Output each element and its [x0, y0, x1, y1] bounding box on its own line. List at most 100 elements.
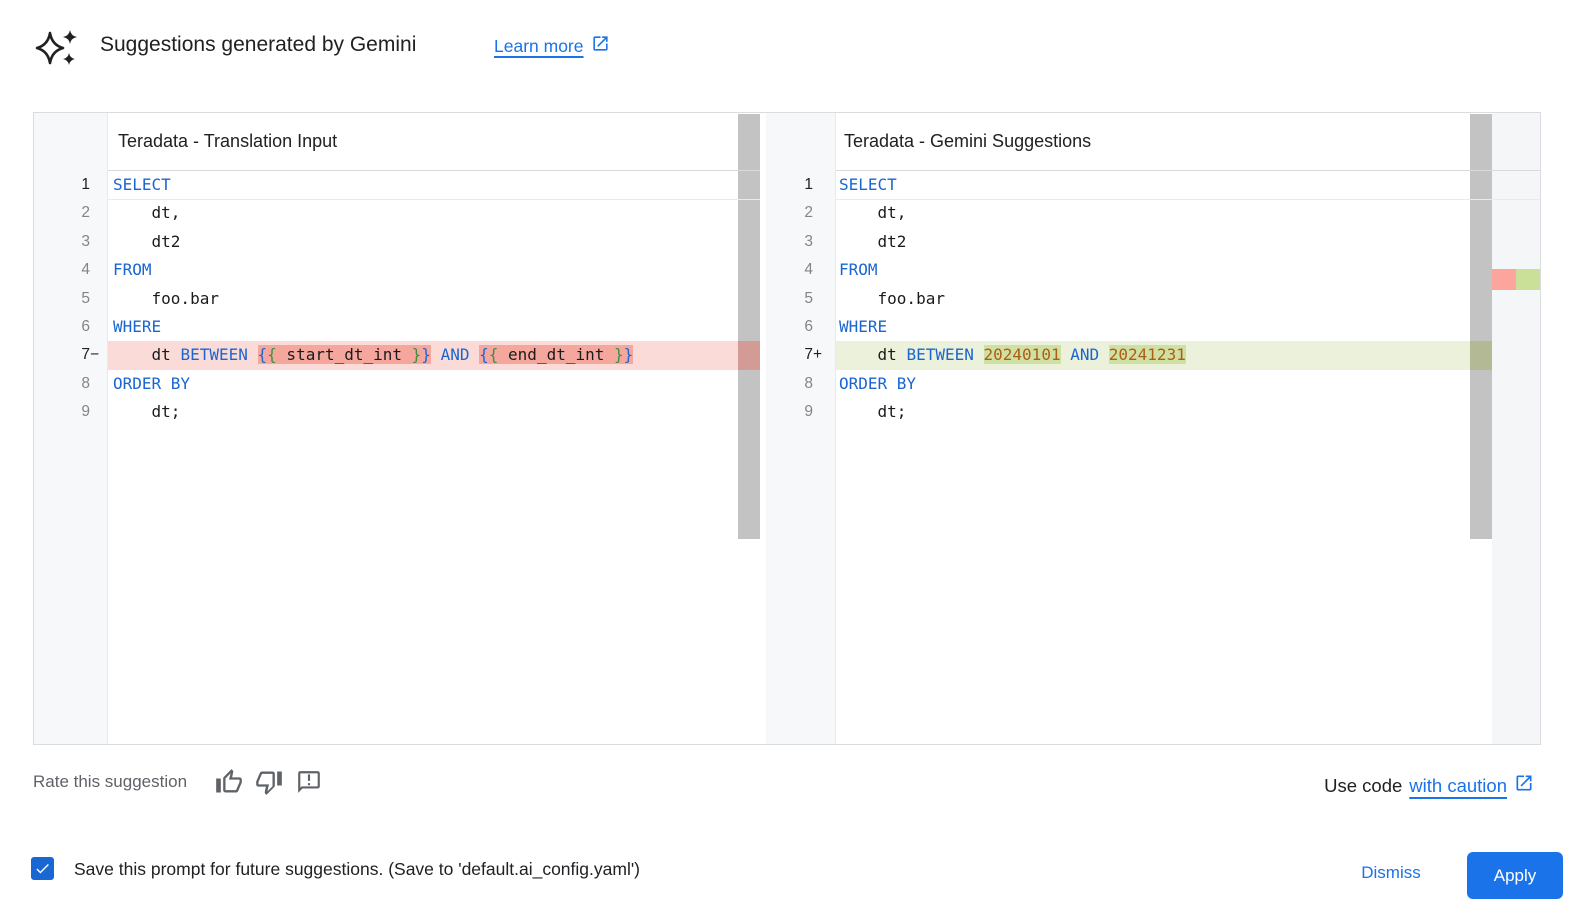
with-caution-label: with caution	[1409, 774, 1507, 796]
diff-word-removed: {	[257, 345, 268, 365]
code-line: foo.bar	[108, 285, 760, 313]
apply-button[interactable]: Apply	[1467, 852, 1563, 899]
line-number-gutter: 1 2 3 4 5 6 7− 8 9	[34, 113, 108, 744]
code-token	[431, 345, 441, 364]
code-token: dt,	[839, 203, 907, 223]
line-numbers: 1 2 3 4 5 6 7− 8 9	[34, 171, 107, 427]
code-token: dt2	[113, 231, 181, 251]
code-token: foo.bar	[113, 288, 219, 308]
checkmark-icon	[34, 860, 51, 877]
diff-word-removed: {	[488, 345, 499, 365]
code-token: dt;	[113, 402, 181, 422]
code-token: dt;	[839, 402, 907, 422]
line-number: 8	[804, 374, 813, 392]
diff-word-removed: {	[479, 345, 489, 365]
diff-word-removed: }	[623, 345, 634, 365]
code-token: dt2	[839, 231, 907, 251]
code-line: dt,	[108, 199, 760, 227]
header-divider	[836, 170, 1540, 171]
dismiss-button[interactable]: Dismiss	[1346, 857, 1436, 889]
save-prompt-label[interactable]: Save this prompt for future suggestions.…	[74, 859, 640, 879]
code-token: AND	[440, 345, 470, 365]
code-token: FROM	[839, 260, 878, 280]
line-number: 3	[81, 232, 90, 250]
overview-ruler[interactable]	[1492, 113, 1540, 744]
thumb-down-icon	[255, 768, 283, 796]
ruler-added-mark	[1516, 269, 1540, 290]
code-token	[974, 345, 984, 364]
code-token: ORDER BY	[113, 373, 191, 393]
learn-more-label: Learn more	[494, 35, 584, 56]
code-token: WHERE	[839, 316, 888, 336]
added-line-marker: +	[813, 346, 823, 364]
line-number: 7−	[34, 341, 107, 369]
line-number: 4	[81, 261, 90, 279]
gemini-sparkle-icon	[33, 28, 79, 73]
open-in-new-icon	[591, 34, 610, 58]
line-number: 5	[81, 289, 90, 307]
code-token	[1099, 345, 1109, 364]
diff-word-removed: {	[267, 345, 277, 365]
code-token: ORDER BY	[839, 373, 917, 393]
thumb-up-icon	[215, 768, 243, 796]
line-number: 2	[804, 204, 813, 222]
code-line: SELECT	[108, 171, 760, 199]
code-line: dt;	[108, 398, 760, 426]
code-token: dt	[113, 345, 181, 365]
code-line: dt2	[108, 228, 760, 256]
code-token	[1061, 345, 1071, 364]
code-line: WHERE	[836, 313, 1492, 341]
diff-word-removed: }	[614, 345, 624, 365]
diff-word-removed: }	[421, 345, 431, 365]
line-number: 9	[804, 403, 813, 421]
code-line: ORDER BY	[836, 370, 1492, 398]
with-caution-link[interactable]: with caution	[1409, 773, 1534, 798]
line-number: 4	[804, 261, 813, 279]
learn-more-link[interactable]: Learn more	[494, 34, 610, 58]
diff-word-removed: end_dt_int	[498, 345, 614, 365]
thumb-down-button[interactable]	[254, 767, 284, 797]
code-token: SELECT	[839, 175, 897, 194]
save-prompt-checkbox[interactable]	[31, 857, 54, 880]
feedback-button[interactable]	[294, 767, 324, 797]
code-token	[469, 345, 479, 364]
use-code-notice: Use code with caution	[1324, 773, 1534, 798]
rate-label: Rate this suggestion	[33, 772, 188, 791]
active-line-divider	[836, 199, 1540, 200]
line-number: 8	[81, 374, 90, 392]
panel-title: Teradata - Gemini Suggestions	[844, 131, 1092, 151]
code-token: dt,	[113, 203, 181, 223]
code-token: foo.bar	[839, 288, 945, 308]
line-number: 3	[804, 232, 813, 250]
removed-line-marker: −	[90, 346, 100, 364]
line-number: 7+	[766, 341, 835, 369]
open-in-new-icon	[1514, 773, 1534, 798]
code-line: SELECT	[836, 171, 1492, 199]
line-number: 2	[81, 204, 90, 222]
line-number: 1	[804, 176, 813, 193]
right-panel-scrollbar[interactable]	[1470, 114, 1492, 539]
code-line: dt2	[836, 228, 1492, 256]
line-number: 5	[804, 289, 813, 307]
thumb-up-button[interactable]	[214, 767, 244, 797]
code-token	[248, 345, 258, 364]
line-number: 9	[81, 403, 90, 421]
code-line: foo.bar	[836, 285, 1492, 313]
line-number: 1	[81, 176, 90, 193]
left-panel-scrollbar[interactable]	[738, 114, 760, 539]
ruler-removed-mark	[1492, 269, 1516, 290]
code-token: SELECT	[113, 175, 171, 194]
code-line: FROM	[836, 256, 1492, 284]
diff-word-added: 20240101	[983, 345, 1061, 365]
rate-row: Rate this suggestion	[33, 767, 329, 797]
line-number: 6	[81, 317, 90, 335]
code-line: dt,	[836, 199, 1492, 227]
